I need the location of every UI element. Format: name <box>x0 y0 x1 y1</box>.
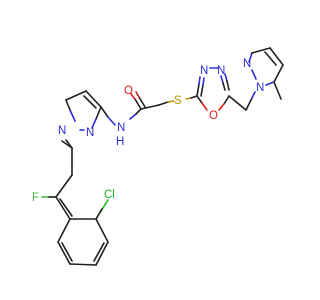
fluorine-label: F <box>32 192 39 204</box>
carbonyl-o-label: O <box>124 85 133 97</box>
amide-h-label: H <box>116 136 124 148</box>
molecule-structure-diagram: N N H N O S N N O N N F Cl <box>32 47 284 266</box>
ch2-n-pyrazole-2-bond-n-half <box>251 91 256 99</box>
n-c-carbonyl-bond-n-half <box>129 113 137 120</box>
carbonyl-double-bond-2-o-half <box>135 91 140 98</box>
n-pyrazole-2-imine-label: N <box>243 58 251 70</box>
oxadiazole-bonds <box>196 67 230 111</box>
carbonyl-double-bond-2 <box>138 96 146 108</box>
c-ch2-bond <box>140 104 160 110</box>
carbonyl-double-bond-1 <box>134 98 142 110</box>
molecule-svg: N N H N O S N N O N N F Cl <box>32 47 284 266</box>
oxadiazole-o-label: O <box>209 110 218 122</box>
pyrazole-2-bonds <box>248 47 284 100</box>
c-n-amide-bond <box>100 106 109 118</box>
ch2-n-pyrazole-2-bond <box>245 97 253 111</box>
n-pyrazole-1-ring-label: N <box>58 125 66 137</box>
benzene-ring-bonds <box>55 174 109 266</box>
s-c-oxadiazole-bond <box>190 95 198 99</box>
oxadiazole-n-left-label: N <box>200 65 208 77</box>
c-cl-bond-carbon-half <box>95 208 103 220</box>
carbonyl-double-bond-1-o-half <box>130 93 136 100</box>
n-pyrazole-1-imine-label: N <box>86 127 94 139</box>
thioether-s-label: S <box>174 95 182 107</box>
c-n-amide-bond-n-half <box>107 116 116 126</box>
ch2-s-bond-s-half <box>167 100 175 103</box>
pyrazole-1-bonds <box>65 90 102 149</box>
n-c-carbonyl-bond <box>135 108 142 115</box>
s-c-oxadiazole-bond-s-half <box>185 97 192 100</box>
oxadiazole-ch2-bond <box>228 95 247 111</box>
oxadiazole-n-right-label: N <box>217 65 225 77</box>
n-pyrazole-2-ring-label: N <box>256 82 264 94</box>
ch2-s-bond <box>158 101 169 106</box>
amide-n-label: N <box>117 122 125 134</box>
chlorine-label: Cl <box>104 189 115 201</box>
